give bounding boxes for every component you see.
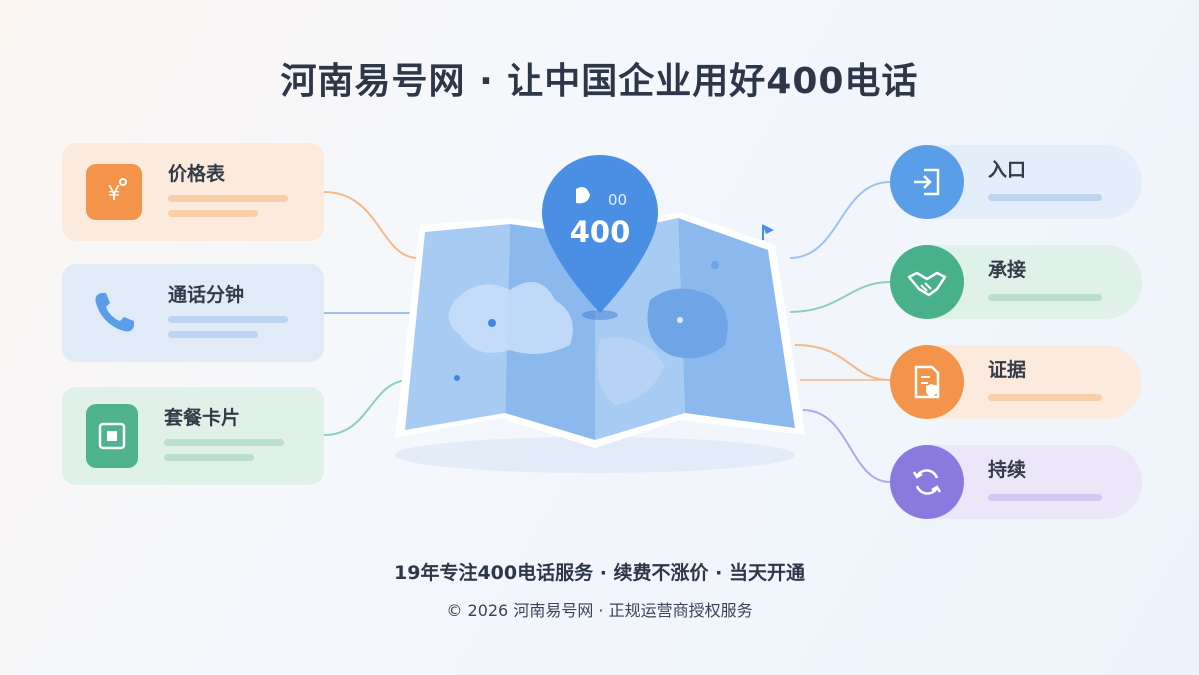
- right-card-label: 持续: [988, 459, 1027, 481]
- right-card-evidence[interactable]: 证据: [890, 345, 1142, 419]
- refresh-cycle-icon: [890, 445, 964, 519]
- pin-small-label: 00: [608, 191, 628, 209]
- left-card-price[interactable]: ¥ 价格表: [62, 143, 324, 241]
- footer-copyright: © 2026 河南易号网 · 正规运营商授权服务: [446, 601, 753, 620]
- right-card-continuity[interactable]: 持续: [890, 445, 1142, 519]
- left-card-package[interactable]: 套餐卡片: [62, 387, 324, 485]
- left-card-label: 价格表: [168, 163, 226, 185]
- right-card-handling[interactable]: 承接: [890, 245, 1142, 319]
- phone-icon: [86, 285, 142, 341]
- right-card-entry[interactable]: 入口: [890, 145, 1142, 219]
- left-card-label: 通话分钟: [168, 284, 245, 306]
- page-title: 河南易号网 · 让中国企业用好400电话: [280, 61, 919, 102]
- sim-card-icon: [86, 404, 138, 468]
- svg-text:¥: ¥: [108, 181, 121, 205]
- left-card-label: 套餐卡片: [164, 407, 241, 429]
- price-tag-icon: ¥: [86, 164, 142, 220]
- document-shield-icon: [890, 345, 964, 419]
- map-pin-icon: 00 400: [540, 153, 660, 323]
- footer-tagline: 19年专注400电话服务 · 续费不涨价 · 当天开通: [394, 562, 805, 584]
- pin-400-label: 400: [569, 215, 631, 249]
- map-illustration: [395, 212, 805, 473]
- left-card-minutes[interactable]: 通话分钟: [62, 264, 324, 362]
- right-card-label: 承接: [988, 259, 1027, 281]
- right-card-label: 证据: [988, 359, 1027, 381]
- flag-icon: [762, 224, 774, 240]
- right-card-label: 入口: [988, 159, 1027, 181]
- handshake-icon: [890, 245, 964, 319]
- login-icon: [890, 145, 964, 219]
